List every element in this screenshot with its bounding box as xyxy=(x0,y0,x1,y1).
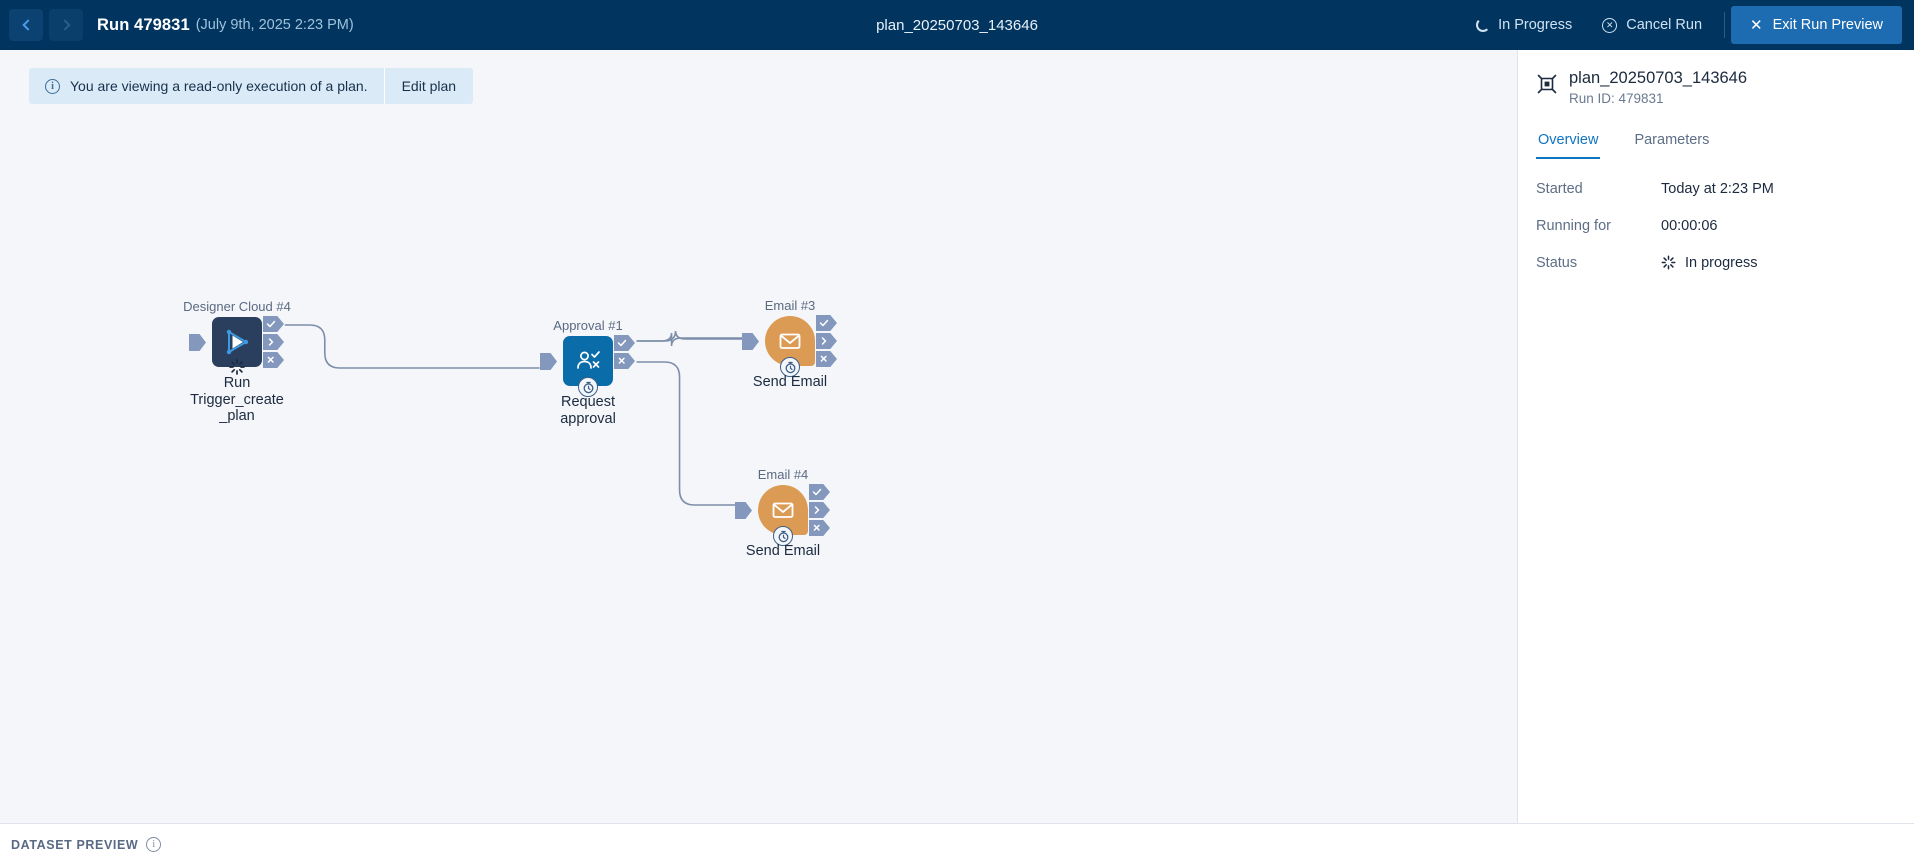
detail-row-started: Started Today at 2:23 PM xyxy=(1536,181,1896,197)
main-body: i You are viewing a read-only execution … xyxy=(0,50,1914,823)
detail-value: Today at 2:23 PM xyxy=(1661,181,1774,197)
node-tag: Designer Cloud #4 xyxy=(183,299,291,314)
output-port-success[interactable] xyxy=(816,315,837,331)
run-title: Run 479831 xyxy=(97,16,190,35)
edge-approval-to-email3 xyxy=(637,331,745,341)
panel-header: plan_20250703_143646 Run ID: 479831 xyxy=(1518,68,1914,106)
node-tag: Email #3 xyxy=(765,298,816,313)
detail-key: Started xyxy=(1536,181,1661,197)
panel-title: plan_20250703_143646 xyxy=(1569,68,1747,89)
run-status-label: In Progress xyxy=(1498,17,1572,33)
spinner-badge xyxy=(227,357,247,377)
spinner-icon xyxy=(1661,255,1676,270)
flow-diagram: Designer Cloud #4 xyxy=(0,50,1517,823)
node-email-4[interactable]: Email #4 xyxy=(758,485,808,535)
node-body[interactable] xyxy=(765,316,815,366)
panel-header-text: plan_20250703_143646 Run ID: 479831 xyxy=(1569,68,1747,106)
node-approval-1[interactable]: Approval #1 xyxy=(563,336,613,386)
output-ports xyxy=(809,484,830,536)
forward-button[interactable] xyxy=(49,9,83,41)
exit-run-preview-label: Exit Run Preview xyxy=(1773,17,1883,33)
panel-tabs: Overview Parameters xyxy=(1518,128,1914,159)
close-x-icon: ✕ xyxy=(1750,18,1763,33)
tab-parameters[interactable]: Parameters xyxy=(1632,128,1711,159)
output-ports xyxy=(816,315,837,367)
node-label: Run Trigger_create_plan xyxy=(189,375,285,425)
x-circle-icon: ✕ xyxy=(1602,18,1617,33)
plan-node-icon xyxy=(1536,73,1558,100)
output-port-chevron[interactable] xyxy=(816,333,837,349)
node-tag: Approval #1 xyxy=(553,318,622,333)
node-email-3[interactable]: Email #3 xyxy=(765,316,815,366)
node-body[interactable] xyxy=(758,485,808,535)
node-designer-cloud-4[interactable]: Designer Cloud #4 xyxy=(212,317,262,367)
node-label: Request approval xyxy=(540,394,636,427)
cancel-run-label: Cancel Run xyxy=(1626,17,1702,33)
workflow-canvas[interactable]: i You are viewing a read-only execution … xyxy=(0,50,1518,823)
detail-row-status: Status xyxy=(1536,255,1896,271)
output-port-approved[interactable] xyxy=(614,335,635,351)
spinner-icon xyxy=(1476,18,1490,32)
output-port-success[interactable] xyxy=(263,316,284,332)
history-nav-buttons xyxy=(0,9,83,41)
flow-connectors xyxy=(0,50,1517,823)
edge-designer-to-approval xyxy=(285,325,540,368)
exit-run-preview-button[interactable]: ✕ Exit Run Preview xyxy=(1731,6,1902,44)
detail-row-running-for: Running for 00:00:06 xyxy=(1536,218,1896,234)
back-button[interactable] xyxy=(9,9,43,41)
detail-key: Running for xyxy=(1536,218,1661,234)
edge-approval-to-email4 xyxy=(637,362,738,505)
node-label: Send Email xyxy=(742,374,838,391)
detail-value: 00:00:06 xyxy=(1661,218,1717,234)
node-body[interactable] xyxy=(212,317,262,367)
output-port-chevron[interactable] xyxy=(809,502,830,518)
output-ports xyxy=(263,316,284,368)
chevron-left-icon xyxy=(22,19,33,30)
panel-run-id: Run ID: 479831 xyxy=(1569,91,1747,106)
cancel-run-button[interactable]: ✕ Cancel Run xyxy=(1586,8,1718,42)
info-icon[interactable]: i xyxy=(146,837,161,852)
output-port-failure[interactable] xyxy=(809,520,830,536)
dataset-preview-title: DATASET PREVIEW xyxy=(11,838,138,852)
toolbar-divider xyxy=(1724,12,1725,38)
output-port-failure[interactable] xyxy=(263,352,284,368)
output-port-success[interactable] xyxy=(809,484,830,500)
dataset-preview-bar[interactable]: DATASET PREVIEW i xyxy=(0,823,1914,865)
chevron-right-icon xyxy=(59,19,70,30)
detail-value-wrap: In progress xyxy=(1661,255,1758,271)
top-bar-actions: In Progress ✕ Cancel Run ✕ Exit Run Prev… xyxy=(1462,6,1914,44)
node-body[interactable] xyxy=(563,336,613,386)
output-port-rejected[interactable] xyxy=(614,353,635,369)
output-port-failure[interactable] xyxy=(816,351,837,367)
detail-key: Status xyxy=(1536,255,1661,271)
run-details-panel: plan_20250703_143646 Run ID: 479831 Over… xyxy=(1518,50,1914,823)
panel-overview-content: Started Today at 2:23 PM Running for 00:… xyxy=(1518,159,1914,292)
run-status-chip: In Progress xyxy=(1462,17,1586,33)
node-tag: Email #4 xyxy=(758,467,809,482)
output-ports xyxy=(614,335,635,369)
run-date: (July 9th, 2025 2:23 PM) xyxy=(196,17,354,33)
output-port-chevron[interactable] xyxy=(263,334,284,350)
status-text: In progress xyxy=(1685,255,1758,271)
tab-overview[interactable]: Overview xyxy=(1536,128,1600,159)
node-label: Send Email xyxy=(735,543,831,560)
top-bar: Run 479831 (July 9th, 2025 2:23 PM) plan… xyxy=(0,0,1914,50)
